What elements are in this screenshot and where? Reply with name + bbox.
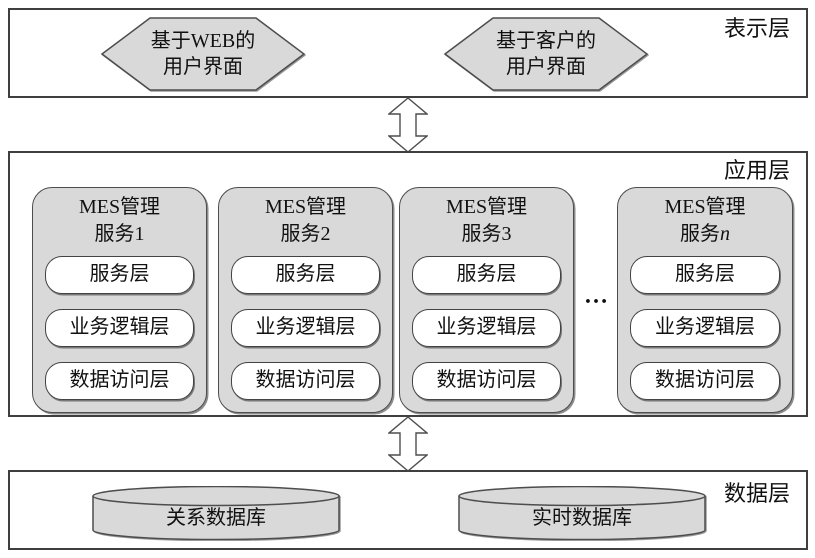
business-logic-tier-pill: 业务逻辑层 bbox=[231, 309, 380, 347]
mes-service-box-3: MES管理 服务3 服务层 业务逻辑层 数据访问层 bbox=[399, 187, 574, 413]
services-ellipsis: … bbox=[584, 283, 610, 309]
database-cylinder-icon bbox=[92, 486, 340, 540]
mes-service-box-2: MES管理 服务2 服务层 业务逻辑层 数据访问层 bbox=[218, 187, 393, 413]
service-tier-pill: 服务层 bbox=[412, 256, 561, 294]
mes-service-box-n: MES管理 服务n 服务层 业务逻辑层 数据访问层 bbox=[617, 187, 793, 413]
service-tier-pill: 服务层 bbox=[630, 256, 780, 294]
realtime-database-cylinder: 实时数据库 bbox=[458, 486, 706, 540]
business-logic-tier-pill: 业务逻辑层 bbox=[412, 309, 561, 347]
service-tier-pill: 服务层 bbox=[231, 256, 380, 294]
mes-service-title: MES管理 服务3 bbox=[445, 196, 528, 245]
data-access-tier-pill: 数据访问层 bbox=[412, 362, 561, 400]
hexagon-shape bbox=[101, 17, 305, 91]
double-arrow-icon bbox=[387, 416, 429, 472]
presentation-layer-label: 表示层 bbox=[723, 16, 790, 41]
data-access-tier-pill: 数据访问层 bbox=[630, 362, 780, 400]
mes-service-title: MES管理 服务2 bbox=[264, 196, 347, 245]
data-layer-label: 数据层 bbox=[723, 481, 790, 506]
double-arrow-icon bbox=[387, 97, 429, 153]
application-layer-label: 应用层 bbox=[723, 158, 790, 183]
mes-service-title: MES管理 服务1 bbox=[78, 196, 161, 245]
relational-database-cylinder: 关系数据库 bbox=[92, 486, 340, 540]
client-ui-hexagon: 基于客户的 用户界面 bbox=[444, 17, 648, 91]
database-cylinder-icon bbox=[458, 486, 706, 540]
client-ui-hexagon-text: 基于客户的 用户界面 bbox=[496, 30, 596, 78]
business-logic-tier-pill: 业务逻辑层 bbox=[630, 309, 780, 347]
web-ui-hexagon-text: 基于WEB的 用户界面 bbox=[150, 30, 256, 78]
service-tier-pill: 服务层 bbox=[45, 256, 194, 294]
hexagon-shape bbox=[444, 17, 648, 91]
mes-service-title: MES管理 服务n bbox=[664, 196, 746, 245]
data-access-tier-pill: 数据访问层 bbox=[45, 362, 194, 400]
web-ui-hexagon: 基于WEB的 用户界面 bbox=[101, 17, 305, 91]
relational-database-label: 关系数据库 bbox=[166, 507, 266, 529]
data-access-tier-pill: 数据访问层 bbox=[231, 362, 380, 400]
business-logic-tier-pill: 业务逻辑层 bbox=[45, 309, 194, 347]
realtime-database-label: 实时数据库 bbox=[532, 507, 632, 529]
mes-service-box-1: MES管理 服务1 服务层 业务逻辑层 数据访问层 bbox=[32, 187, 207, 413]
